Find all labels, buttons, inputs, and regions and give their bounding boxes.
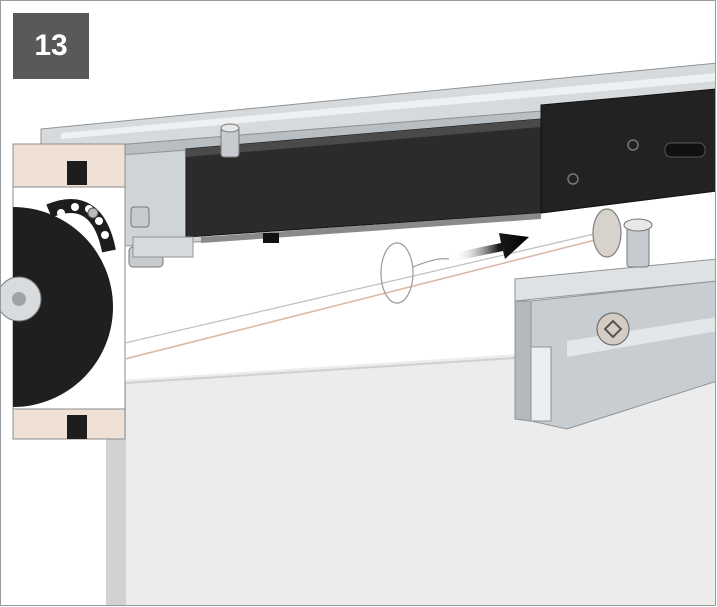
wheel-carriage <box>1 143 126 440</box>
pull-cord <box>124 208 622 360</box>
rail-bolts <box>128 123 240 268</box>
step-number: 13 <box>34 29 68 62</box>
step-number-badge: 13 <box>13 13 89 79</box>
direction-arrow-icon <box>453 233 529 261</box>
door-clamp <box>514 218 715 430</box>
damper-unit <box>185 88 715 243</box>
